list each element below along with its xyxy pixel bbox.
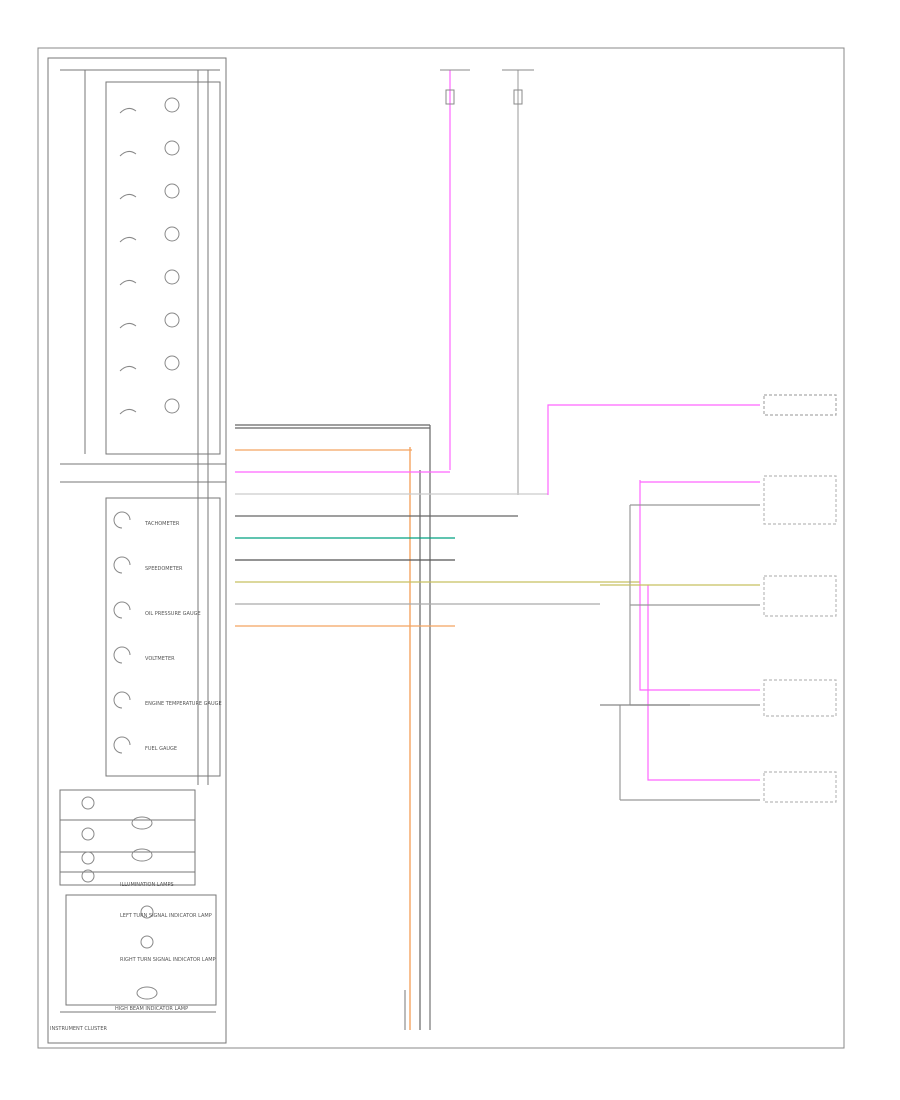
gauge-symbol (113, 556, 131, 574)
gauge-label: SPEEDOMETER (145, 566, 183, 572)
lamp-label-illumination: ILLUMINATION LAMPS (120, 882, 174, 888)
instrument-cluster (47, 57, 227, 1044)
indicator-lamp (164, 269, 180, 285)
indicator-switch (119, 193, 137, 200)
indicator-lamp (164, 97, 180, 113)
top-fuse-feeds (440, 69, 534, 495)
lamp-label-left-turn: LEFT TURN SIGNAL INDICATOR LAMP (120, 913, 212, 919)
gauge-label: OIL PRESSURE GAUGE (145, 611, 201, 617)
indicator-lamp (164, 312, 180, 328)
gauge-label: TACHOMETER (144, 521, 180, 527)
lower-lamp-labels: ILLUMINATION LAMPS LEFT TURN SIGNAL INDI… (50, 882, 216, 1032)
indicator-switch (119, 408, 137, 415)
lamp-label-right-turn: RIGHT TURN SIGNAL INDICATOR LAMP (120, 957, 216, 963)
indicator-lamps (119, 97, 180, 415)
indicator-lamp (164, 355, 180, 371)
gauge-label: FUEL GAUGE (145, 746, 177, 752)
gauge-symbol (113, 601, 131, 619)
gauge-symbol (113, 646, 131, 664)
gauge-label: ENGINE TEMPERATURE GAUGE (145, 701, 222, 707)
indicator-lamp (164, 226, 180, 242)
lamp-label-high-beam: HIGH BEAM INDICATOR LAMP (115, 1006, 188, 1012)
harness-wires (235, 427, 640, 627)
cluster-footer-label: INSTRUMENT CLUSTER (50, 1026, 108, 1032)
indicator-lamp (164, 183, 180, 199)
indicator-switch (119, 279, 137, 286)
indicator-lamp (164, 140, 180, 156)
main-connector (235, 424, 431, 1030)
diagram-border (37, 47, 845, 1049)
bottom-ground (404, 990, 431, 1030)
indicator-switch (119, 365, 137, 372)
indicator-switch (119, 236, 137, 243)
gauge-symbol (113, 511, 131, 529)
gauge-symbol (113, 736, 131, 754)
gauges: TACHOMETER SPEEDOMETER OIL PRESSURE GAUGE V… (113, 511, 222, 754)
indicator-switch (119, 150, 137, 157)
right-modules (547, 394, 837, 803)
gauge-label: VOLTMETER (145, 656, 175, 662)
indicator-switch (119, 107, 137, 114)
indicator-switch (119, 322, 137, 329)
gauge-symbol (113, 691, 131, 709)
lower-lamp-bulbs (81, 796, 158, 1000)
indicator-lamp (164, 398, 180, 414)
